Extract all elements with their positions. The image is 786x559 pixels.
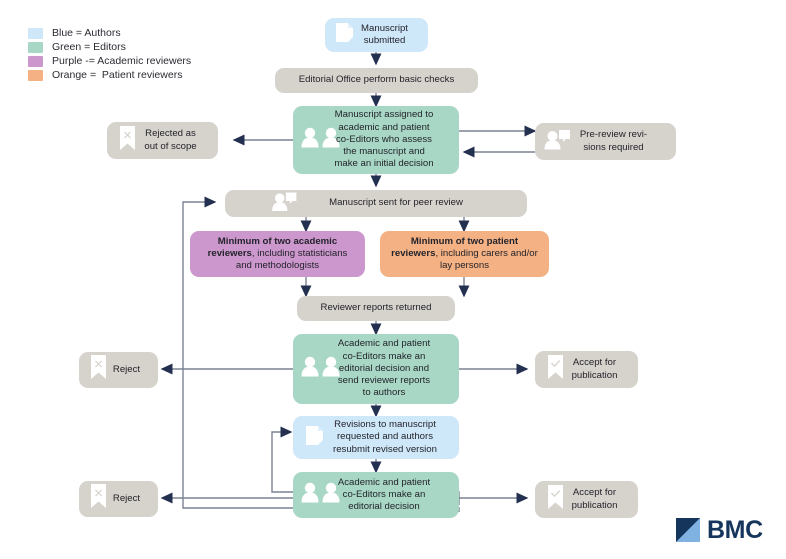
color-swatch-green [28, 41, 43, 53]
bookmark-x-icon [90, 484, 107, 514]
node-label: Revisions to manuscript requested and au… [333, 419, 437, 455]
node-basic-checks[interactable]: Editorial Office perform basic checks [275, 68, 478, 93]
legend: Blue = Authors Green = Editors Purple -=… [28, 26, 191, 82]
node-label: Reject [112, 363, 141, 375]
legend-item-label: Purple -= Academic reviewers [52, 55, 192, 67]
node-editorial-decision-reports[interactable]: Academic and patient co-Editors make an … [293, 334, 459, 404]
bookmark-x-icon [119, 125, 136, 156]
node-label: Reviewer reports returned [320, 302, 432, 314]
node-reviewer-reports-returned[interactable]: Reviewer reports returned [297, 296, 455, 321]
legend-item-label: Green = Editors [52, 41, 126, 53]
document-icon [335, 22, 354, 48]
node-patient-reviewers[interactable]: Minimum of two patient reviewers, includ… [380, 231, 549, 277]
node-label: Manuscript sent for peer review [329, 197, 463, 209]
two-people-icon [301, 127, 343, 154]
bookmark-check-icon [547, 484, 564, 515]
legend-item: Blue = Authors [28, 26, 191, 40]
node-label: Minimum of two patient reviewers, includ… [391, 236, 538, 273]
node-label: Rejected as out of scope [144, 128, 197, 152]
color-swatch-blue [28, 27, 43, 39]
node-label-rest: , including statisticians and methodolog… [235, 247, 348, 272]
node-label: Academic and patient co-Editors make an … [337, 476, 431, 513]
legend-item-label: Blue = Authors [52, 27, 121, 39]
node-accept-1[interactable]: Accept for publication [535, 351, 638, 388]
bookmark-x-icon [90, 355, 107, 385]
node-rejected-out-of-scope[interactable]: Rejected as out of scope [107, 122, 218, 159]
node-accept-2[interactable]: Accept for publication [535, 481, 638, 518]
legend-item: Purple -= Academic reviewers [28, 54, 191, 68]
legend-item-label: Orange = Patient reviewers [52, 69, 183, 81]
two-people-icon [301, 482, 343, 509]
node-academic-reviewers[interactable]: Minimum of two academic reviewers, inclu… [190, 231, 365, 277]
person-message-icon [544, 129, 571, 155]
node-reject-2[interactable]: Reject [79, 481, 158, 517]
node-label: Reject [112, 492, 141, 504]
node-label: Manuscript submitted [361, 22, 408, 46]
bmc-mark-icon [676, 518, 700, 542]
bookmark-check-icon [547, 354, 564, 385]
bmc-logo: BMC [676, 516, 763, 544]
node-revisions-requested[interactable]: Revisions to manuscript requested and au… [293, 416, 459, 459]
node-label: Minimum of two academic reviewers, inclu… [208, 236, 348, 273]
node-assigned-coeditors[interactable]: Manuscript assigned to academic and pati… [293, 106, 459, 174]
node-label-rest: , including carers and/or lay persons [435, 247, 538, 272]
legend-item: Orange = Patient reviewers [28, 68, 191, 82]
node-reject-1[interactable]: Reject [79, 352, 158, 388]
color-swatch-purple [28, 55, 43, 67]
person-message-icon [271, 191, 298, 216]
node-label: Editorial Office perform basic checks [298, 74, 455, 86]
color-swatch-orange [28, 69, 43, 81]
node-label: Pre-review revi- sions required [579, 129, 648, 153]
node-label: Accept for publication [571, 357, 618, 381]
node-sent-for-peer-review[interactable]: Manuscript sent for peer review [225, 190, 527, 217]
node-label: Accept for publication [571, 487, 618, 511]
node-label: Academic and patient co-Editors make an … [337, 338, 431, 399]
two-people-icon [301, 356, 343, 383]
node-manuscript-submitted[interactable]: Manuscript submitted [325, 18, 428, 52]
node-prereview-revisions[interactable]: Pre-review revi- sions required [535, 123, 676, 160]
document-icon [305, 425, 324, 451]
bmc-wordmark: BMC [707, 516, 763, 544]
node-editorial-decision-final[interactable]: Academic and patient co-Editors make an … [293, 472, 459, 518]
legend-item: Green = Editors [28, 40, 191, 54]
node-label: Manuscript assigned to academic and pati… [334, 109, 434, 170]
